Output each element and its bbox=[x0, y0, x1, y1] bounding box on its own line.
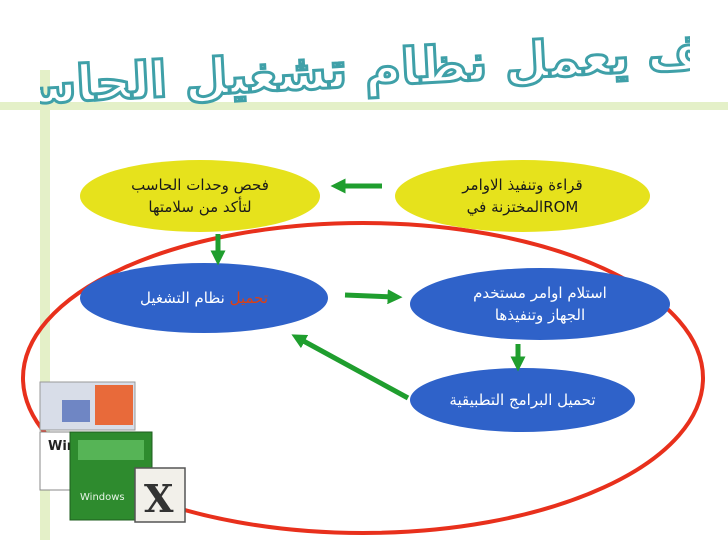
process-ring bbox=[21, 221, 705, 535]
box-win-label: Wir bbox=[48, 439, 74, 454]
node-receive-commands-line1: استلام اوامر مستخدم bbox=[473, 284, 607, 302]
box-office-image bbox=[39, 381, 136, 431]
box-xp-label: Windows bbox=[80, 492, 125, 503]
node-load-os-highlight: تحميل bbox=[229, 289, 269, 307]
node-check-units: فحص وحدات الحاسب لتأكد من سلامتها bbox=[80, 160, 320, 232]
decorative-stripe-horizontal bbox=[0, 102, 728, 110]
node-receive-commands-line2: الجهاز وتنفيذها bbox=[494, 306, 586, 324]
node-check-units-line2: لتأكد من سلامتها bbox=[148, 198, 252, 216]
node-load-os: تحميل نظام التشغيل bbox=[80, 263, 328, 333]
node-load-os-rest: نظام التشغيل bbox=[139, 289, 230, 307]
node-read-rom-line2: ROMالمختزنة في bbox=[466, 198, 579, 216]
node-check-units-line1: فحص وحدات الحاسب bbox=[131, 176, 269, 194]
node-read-rom-line1: قراءة وتنفيذ الاوامر bbox=[462, 176, 583, 194]
box-x-label: X bbox=[144, 476, 174, 521]
node-read-rom: قراءة وتنفيذ الاوامر ROMالمختزنة في bbox=[395, 160, 650, 232]
node-load-apps: تحميل البرامج التطبيقية bbox=[410, 368, 635, 432]
node-load-apps-text: تحميل البرامج التطبيقية bbox=[449, 391, 596, 409]
node-receive-commands: استلام اوامر مستخدم الجهاز وتنفيذها bbox=[410, 268, 670, 340]
box-x-image: X bbox=[134, 467, 186, 523]
decorative-stripe-vertical bbox=[40, 70, 50, 540]
